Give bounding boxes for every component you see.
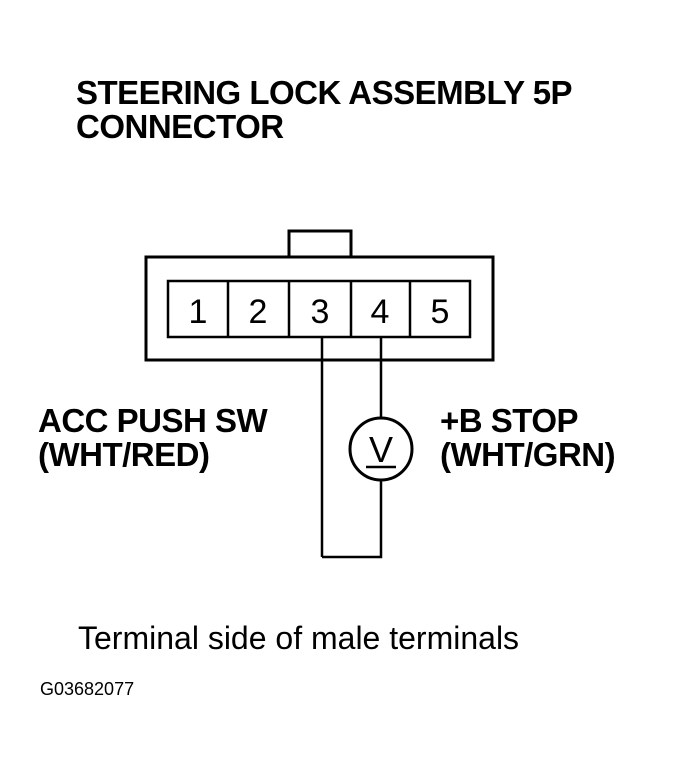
pin-2-number: 2 [249, 293, 268, 331]
diagram-title: STEERING LOCK ASSEMBLY 5P CONNECTOR [76, 74, 573, 145]
pin-3-number: 3 [311, 293, 330, 331]
acc-push-sw-name: ACC PUSH SW [38, 402, 268, 439]
b-stop-wire-color: (WHT/GRN) [440, 436, 616, 473]
pin-1-number: 1 [189, 293, 208, 331]
pin-5-number: 5 [431, 293, 450, 331]
acc-push-sw-wire-color: (WHT/RED) [38, 436, 210, 473]
title-line-2: CONNECTOR [76, 108, 284, 145]
connector-inner-frame [166, 279, 472, 339]
voltmeter-symbol: V [369, 429, 393, 470]
b-stop-label: +B STOP (WHT/GRN) [440, 402, 616, 473]
pin-4-number: 4 [371, 293, 390, 331]
b-stop-name: +B STOP [440, 402, 579, 439]
voltmeter-icon [348, 416, 414, 482]
acc-push-sw-label: ACC PUSH SW (WHT/RED) [38, 402, 268, 473]
connector-lock-tab [287, 229, 353, 260]
terminal-side-caption: Terminal side of male terminals [78, 620, 520, 656]
lead-wire-return [322, 480, 383, 559]
figure-id: G03682077 [40, 679, 135, 699]
title-line-1: STEERING LOCK ASSEMBLY 5P [76, 74, 573, 111]
